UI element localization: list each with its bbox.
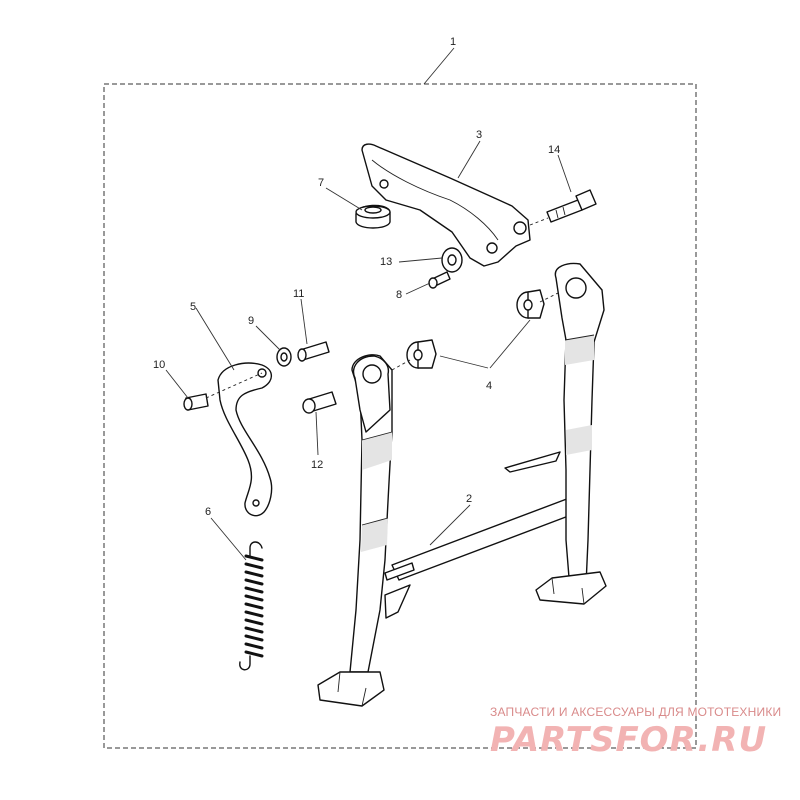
watermark-logo: PARTSFOR.RU bbox=[490, 720, 768, 760]
bushing-lower-part bbox=[406, 339, 437, 369]
callout-13: 13 bbox=[380, 256, 392, 268]
callout-11: 11 bbox=[293, 288, 304, 300]
callout-6: 6 bbox=[205, 506, 211, 518]
callout-7: 7 bbox=[318, 177, 324, 189]
bracket-part bbox=[361, 143, 531, 267]
bushing-upper-part bbox=[516, 289, 545, 319]
callout-1: 1 bbox=[450, 36, 456, 48]
washer-13-part bbox=[441, 247, 463, 273]
spring-part bbox=[239, 541, 264, 671]
leader-lines bbox=[165, 47, 572, 561]
kit-boundary bbox=[103, 83, 697, 749]
callout-8: 8 bbox=[396, 289, 402, 301]
callout-14: 14 bbox=[548, 144, 560, 156]
watermark-caption: ЗАПЧАСТИ И АКСЕССУАРЫ ДЛЯ МОТОТЕХНИКИ bbox=[490, 705, 782, 719]
rubber-stop-part bbox=[355, 204, 391, 229]
spring-plate-part bbox=[217, 362, 273, 517]
callout-12: 12 bbox=[311, 459, 323, 471]
callout-5: 5 bbox=[190, 301, 196, 313]
washer-9-part bbox=[276, 347, 292, 367]
callout-2: 2 bbox=[466, 493, 472, 505]
callout-9: 9 bbox=[248, 315, 254, 327]
bolt-14-part bbox=[546, 189, 597, 223]
callout-10: 10 bbox=[153, 359, 165, 371]
bolt-8-part bbox=[428, 271, 451, 289]
bolt-11-part bbox=[297, 341, 330, 362]
callout-4: 4 bbox=[486, 380, 492, 392]
callout-3: 3 bbox=[476, 129, 482, 141]
nut-10-part bbox=[183, 393, 209, 411]
centre-stand-part bbox=[317, 262, 607, 707]
bolt-12-part bbox=[302, 391, 337, 414]
